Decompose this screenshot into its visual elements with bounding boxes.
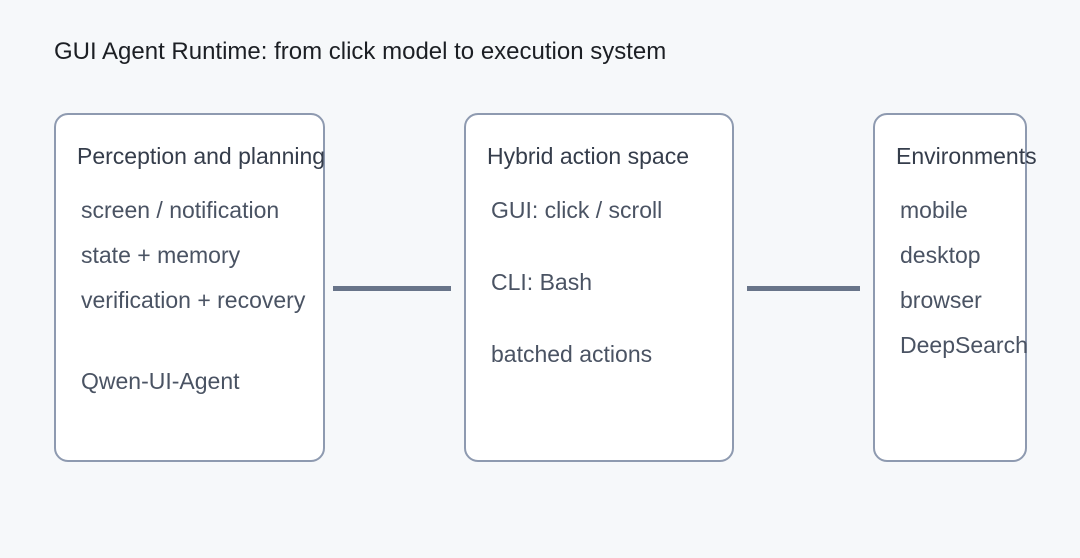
perception-planning-box: Perception and planning screen / notific…	[54, 113, 325, 462]
connector-right	[747, 286, 860, 291]
item-qwen-ui-agent: Qwen-UI-Agent	[81, 368, 240, 394]
box-title-environments: Environments	[896, 143, 1037, 169]
diagram-title: GUI Agent Runtime: from click model to e…	[54, 38, 667, 65]
hybrid-action-space-box: Hybrid action space GUI: click / scroll …	[464, 113, 734, 462]
item-state-memory: state + memory	[81, 242, 241, 268]
environments-box: Environments mobile desktop browser Deep…	[873, 113, 1037, 462]
item-batched-actions: batched actions	[491, 341, 653, 367]
item-cli-bash: CLI: Bash	[491, 269, 592, 295]
item-verification-recovery: verification + recovery	[81, 287, 306, 313]
box-title-perception: Perception and planning	[77, 143, 326, 169]
connector-left	[333, 286, 451, 291]
box-title-hybrid: Hybrid action space	[487, 143, 689, 169]
item-desktop: desktop	[900, 242, 981, 268]
item-browser: browser	[900, 287, 982, 313]
item-screen-notification: screen / notification	[81, 197, 280, 223]
item-deepsearch: DeepSearch	[900, 332, 1028, 358]
item-gui-click-scroll: GUI: click / scroll	[491, 197, 663, 223]
item-mobile: mobile	[900, 197, 968, 223]
